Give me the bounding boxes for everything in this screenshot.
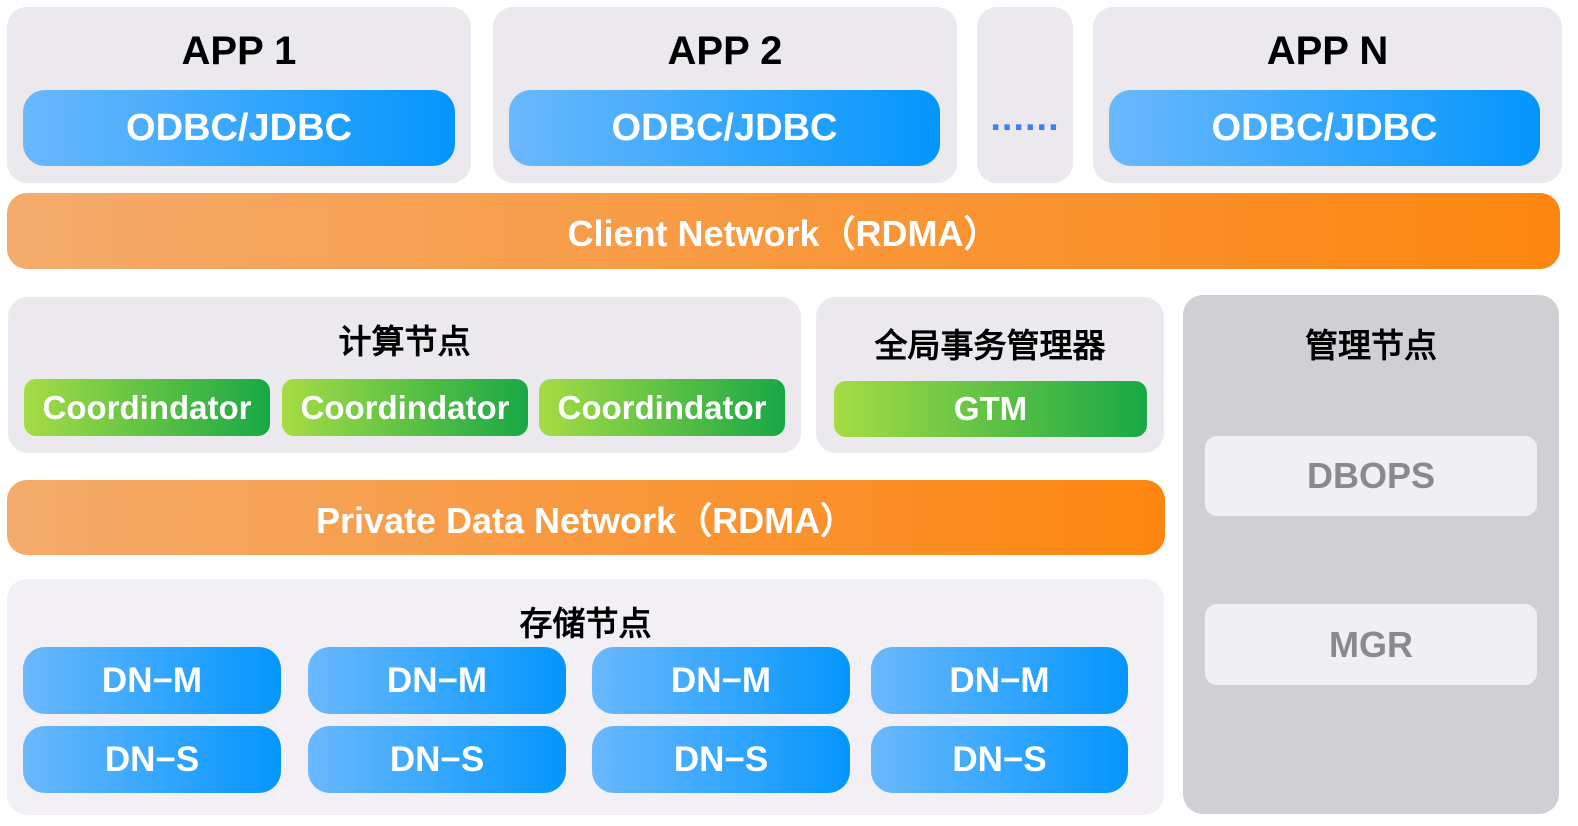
odbc-jdbc-driver: ODBC/JDBC (509, 90, 940, 166)
client-network: Client Network（RDMA） (7, 193, 1560, 269)
private-data-network: Private Data Network（RDMA） (7, 480, 1165, 555)
dn-slave-node: DN−S (23, 726, 281, 793)
app-title: APP 2 (667, 29, 783, 73)
dn-master-node: DN−M (871, 647, 1128, 714)
ellipsis: ...... (990, 97, 1060, 139)
odbc-jdbc-driver: ODBC/JDBC (23, 90, 455, 166)
dn-master-node: DN−M (308, 647, 566, 714)
storage-nodes-panel: 存储节点 DN−M DN−M DN−M DN−M DN−S DN−S DN−S … (7, 579, 1164, 815)
app-n-panel: APP N ODBC/JDBC (1093, 7, 1562, 183)
mgr-node: MGR (1205, 604, 1537, 685)
coordinator-node: Coordindator (24, 379, 270, 436)
odbc-jdbc-driver: ODBC/JDBC (1109, 90, 1540, 166)
storage-title: 存储节点 (519, 605, 652, 642)
gtm-title: 全局事务管理器 (874, 327, 1106, 364)
gtm-node: GTM (834, 381, 1147, 437)
gtm-panel: 全局事务管理器 GTM (816, 297, 1164, 453)
app-1-panel: APP 1 ODBC/JDBC (7, 7, 471, 183)
dn-slave-node: DN−S (871, 726, 1128, 793)
app-title: APP 1 (181, 29, 297, 73)
app-title: APP N (1266, 29, 1389, 73)
dn-slave-node: DN−S (592, 726, 850, 793)
app-2-panel: APP 2 ODBC/JDBC (493, 7, 957, 183)
management-title: 管理节点 (1305, 327, 1437, 364)
management-panel: 管理节点 DBOPS MGR (1183, 295, 1559, 814)
compute-title: 计算节点 (338, 323, 471, 360)
coordinator-node: Coordindator (282, 379, 528, 436)
coordinator-node: Coordindator (539, 379, 785, 436)
compute-nodes-panel: 计算节点 Coordindator Coordindator Coordinda… (8, 297, 801, 453)
more-apps-panel: ...... (977, 7, 1073, 183)
dn-slave-node: DN−S (308, 726, 566, 793)
dbops-node: DBOPS (1205, 436, 1537, 516)
dn-master-node: DN−M (592, 647, 850, 714)
dn-master-node: DN−M (23, 647, 281, 714)
